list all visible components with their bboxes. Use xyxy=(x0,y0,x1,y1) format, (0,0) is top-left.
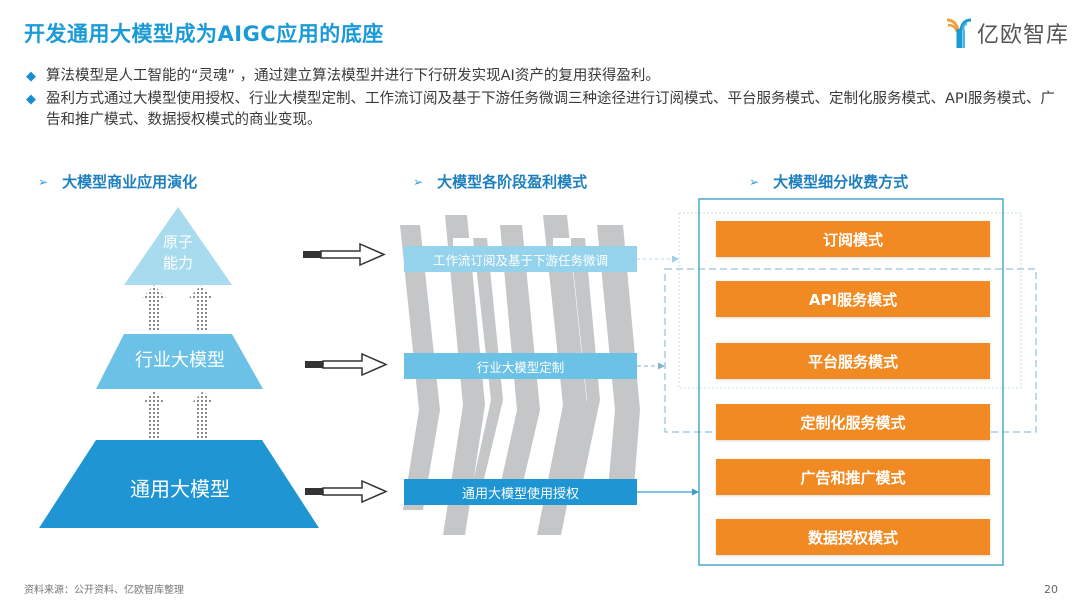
charging-mode-box: 订阅模式 xyxy=(716,221,990,257)
bullet-item: ◆ 算法模型是人工智能的“灵魂” ，通过建立算法模型并进行下行研发实现AI资产的… xyxy=(26,66,1066,87)
charging-mode-box: 广告和推广模式 xyxy=(716,459,990,495)
pyramid-bottom-label: 通用大模型 xyxy=(130,477,230,501)
diamond-bullet-icon: ◆ xyxy=(26,69,36,84)
charging-mode-box: API服务模式 xyxy=(716,281,990,317)
diamond-bullet-icon: ◆ xyxy=(26,92,36,107)
dotted-up-arrow-icon xyxy=(142,391,166,438)
section-heading-left: ➢ 大模型商业应用演化 xyxy=(38,171,197,192)
brand-logo: 亿欧智库 xyxy=(945,16,1069,50)
pyramid-middle-label: 行业大模型 xyxy=(135,350,225,371)
pyramid-top-tier xyxy=(124,207,232,285)
chevron-right-icon: ➢ xyxy=(749,174,760,189)
charging-modes-frame xyxy=(698,198,1004,566)
hollow-arrow-icon xyxy=(303,242,386,267)
page-title: 开发通用大模型成为AIGC应用的底座 xyxy=(24,22,384,46)
hollow-arrow-icon xyxy=(305,352,388,377)
pyramid-top-label-line: 原子 xyxy=(162,233,193,251)
dotted-up-arrow-icon xyxy=(191,391,215,438)
source-note: 资料来源：公开资料、亿欧智库整理 xyxy=(24,585,184,596)
section-heading-middle: ➢ 大模型各阶段盈利模式 xyxy=(413,171,587,192)
profit-mode-bar: 工作流订阅及基于下游任务微调 xyxy=(404,246,637,272)
bullet-text: 盈利方式通过大模型使用授权、行业大模型定制、工作流订阅及基于下游任务微调三种途径… xyxy=(46,91,1055,128)
dotted-up-arrow-icon xyxy=(142,285,166,332)
bullet-text: 算法模型是人工智能的“灵魂” ，通过建立算法模型并进行下行研发实现AI资产的复用… xyxy=(46,68,660,84)
charging-mode-box: 数据授权模式 xyxy=(716,519,990,555)
charging-mode-box: 定制化服务模式 xyxy=(716,404,990,440)
pyramid-middle-tier xyxy=(96,334,263,389)
page-number: 20 xyxy=(1044,583,1058,596)
logo-text: 亿欧智库 xyxy=(977,23,1070,48)
pyramid-bottom-tier xyxy=(39,440,319,528)
subscription-group-frame xyxy=(678,212,1022,389)
chevron-right-icon: ➢ xyxy=(38,174,49,189)
pyramid-top-label: 原子 能力 xyxy=(148,232,208,274)
charging-mode-box: 平台服务模式 xyxy=(716,343,990,379)
bullet-list: ◆ 算法模型是人工智能的“灵魂” ，通过建立算法模型并进行下行研发实现AI资产的… xyxy=(26,66,1066,133)
section-heading-right: ➢ 大模型细分收费方式 xyxy=(749,171,908,192)
pyramid-diagram xyxy=(39,207,319,528)
hollow-arrow-icon xyxy=(305,479,388,504)
bullet-item: ◆ 盈利方式通过大模型使用授权、行业大模型定制、工作流订阅及基于下游任务微调三种… xyxy=(26,89,1066,131)
chevron-right-icon: ➢ xyxy=(413,174,424,189)
section-heading-text: 大模型商业应用演化 xyxy=(62,173,198,191)
section-heading-text: 大模型细分收费方式 xyxy=(773,173,909,191)
yiou-y-logo-icon xyxy=(946,18,972,48)
section-heading-text: 大模型各阶段盈利模式 xyxy=(437,173,588,191)
profit-mode-bar: 通用大模型使用授权 xyxy=(404,479,637,505)
profit-mode-bar: 行业大模型定制 xyxy=(404,353,637,379)
pyramid-top-label-line: 能力 xyxy=(162,254,193,272)
dotted-up-arrow-icon xyxy=(189,285,213,332)
